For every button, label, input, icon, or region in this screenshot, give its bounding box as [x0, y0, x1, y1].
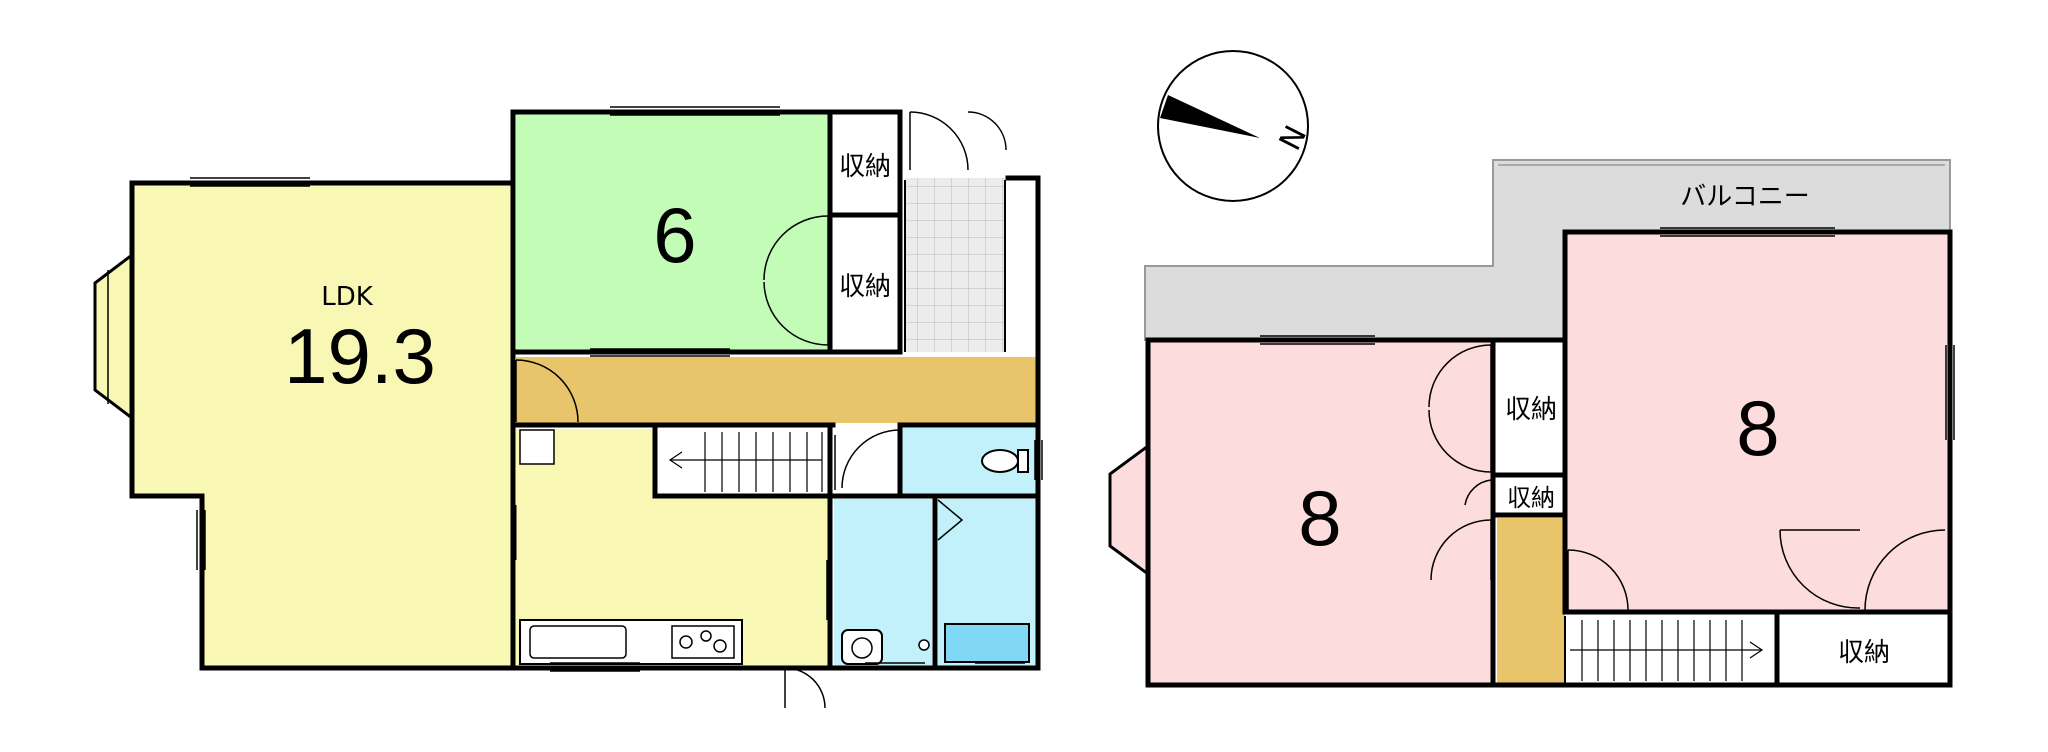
- entrance-tiles: [905, 178, 1005, 352]
- hall-2f: [1497, 518, 1565, 685]
- closet-mid: [830, 219, 900, 352]
- storage-c-label: 収納: [1838, 638, 1890, 668]
- corridor: [516, 357, 1038, 423]
- compass-needle: [1160, 95, 1260, 138]
- bedroom-left: [1148, 340, 1493, 685]
- toilet-bowl: [981, 449, 1019, 473]
- storage-top-label: 収納: [839, 152, 891, 182]
- washitsu-room: [516, 112, 830, 352]
- compass: N: [1157, 50, 1314, 202]
- ldk-area: [132, 183, 513, 668]
- bedroom-right-size: 8: [1736, 384, 1779, 472]
- washitsu-size: 6: [653, 191, 696, 279]
- ldk-bay-window: [93, 251, 134, 422]
- floor-2: バルコニー 8 8 収納 収納 収納: [1108, 159, 1955, 688]
- kitchen-sink: [529, 625, 627, 659]
- bedroom-right: [1565, 232, 1950, 612]
- ldk-label: LDK: [321, 282, 374, 312]
- ldk-size: 19.3: [284, 312, 436, 400]
- balcony-label: バルコニー: [1680, 182, 1809, 212]
- floor-1: LDK 19.3 6 収納 収納: [93, 106, 1043, 709]
- bedroom-left-size: 8: [1298, 474, 1341, 562]
- storage-a-label: 収納: [1505, 395, 1557, 425]
- stairs-1f: [655, 428, 830, 496]
- bay-window-2f: [1108, 443, 1150, 577]
- bathtub: [944, 623, 1030, 663]
- storage-b-label: 収納: [1507, 484, 1555, 512]
- closet-top: [830, 112, 900, 215]
- storage-mid-label: 収納: [839, 272, 891, 302]
